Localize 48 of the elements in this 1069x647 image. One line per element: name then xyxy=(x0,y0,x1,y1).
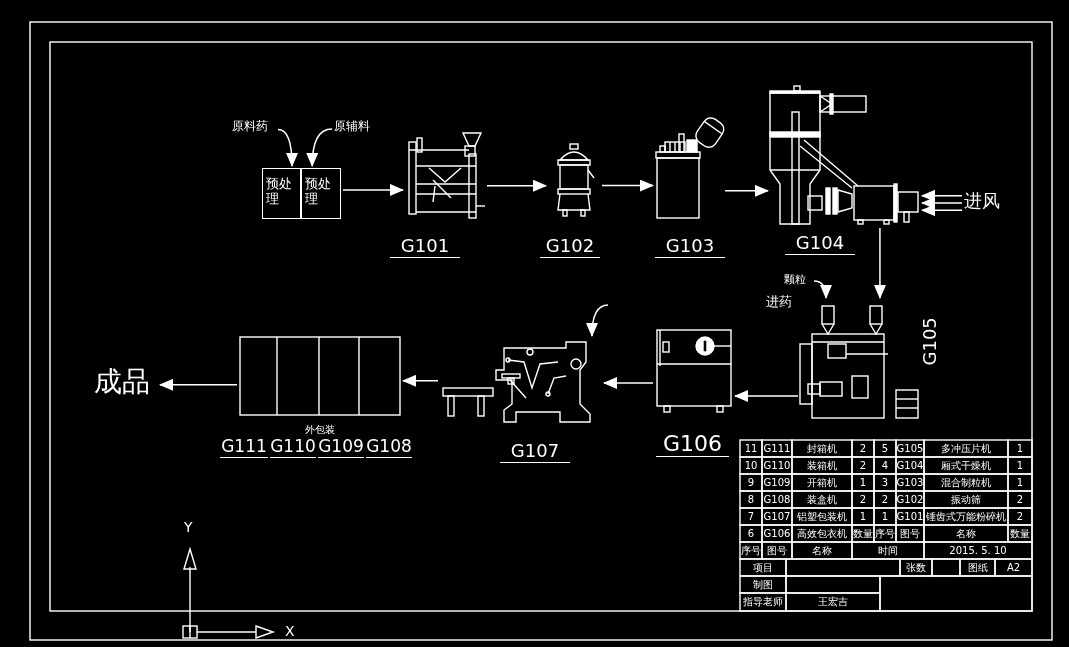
equipment-code: G109 xyxy=(318,437,364,458)
arrow xyxy=(601,179,654,192)
equipment-code: G103 xyxy=(655,236,725,258)
process-note: 进药 xyxy=(766,293,793,308)
equipment-code: G108 xyxy=(366,437,412,458)
table-text: 指导老师 xyxy=(741,594,785,610)
equipment-code: G105 xyxy=(919,316,941,368)
process-box: 预处理 xyxy=(262,168,301,219)
table-text: 数量 xyxy=(1009,526,1031,541)
table-text: 序号 xyxy=(741,543,761,558)
curved-arrow xyxy=(277,128,298,167)
curved-arrow xyxy=(586,304,609,337)
equipment-code: G106 xyxy=(656,431,729,458)
material-label: 颗粒 xyxy=(784,274,812,288)
axis-label: Y xyxy=(184,520,193,534)
arrow xyxy=(159,378,238,391)
equipment-code: G107 xyxy=(500,441,570,463)
dryer-drawing xyxy=(770,84,920,226)
equipment-code: G101 xyxy=(390,236,460,258)
curved-arrow xyxy=(306,128,333,167)
table-text: 数量 xyxy=(853,526,873,541)
product-label: 成品 xyxy=(94,366,158,404)
arrow xyxy=(724,184,769,197)
arrow xyxy=(486,179,547,192)
curved-arrow xyxy=(813,280,832,299)
equipment-code: G110 xyxy=(270,437,316,458)
equipment-code: G102 xyxy=(540,236,600,258)
arrow xyxy=(734,390,799,402)
caption-text: 外包装 xyxy=(304,424,336,436)
table-text: 序号 xyxy=(875,526,895,541)
axis-label: X xyxy=(285,624,295,638)
coating-machine-drawing xyxy=(655,328,733,414)
arrow xyxy=(402,374,439,387)
arrow xyxy=(603,377,654,390)
crusher-drawing xyxy=(405,132,485,220)
air-inlet-label: 进风 xyxy=(964,191,1006,215)
process-box: 预处理 xyxy=(301,168,341,219)
table-text: 锤齿式万能粉碎机 xyxy=(925,509,1007,524)
arrow xyxy=(921,189,963,202)
material-label: 原料药 xyxy=(232,120,276,136)
arrow xyxy=(921,204,963,217)
equipment-code: G111 xyxy=(220,437,268,458)
arrow xyxy=(873,227,886,299)
material-label: 原辅料 xyxy=(334,120,378,136)
arrow xyxy=(921,197,963,209)
arrow xyxy=(342,183,404,196)
table-text: 图号 xyxy=(897,526,923,541)
equipment-code: G104 xyxy=(785,233,855,255)
